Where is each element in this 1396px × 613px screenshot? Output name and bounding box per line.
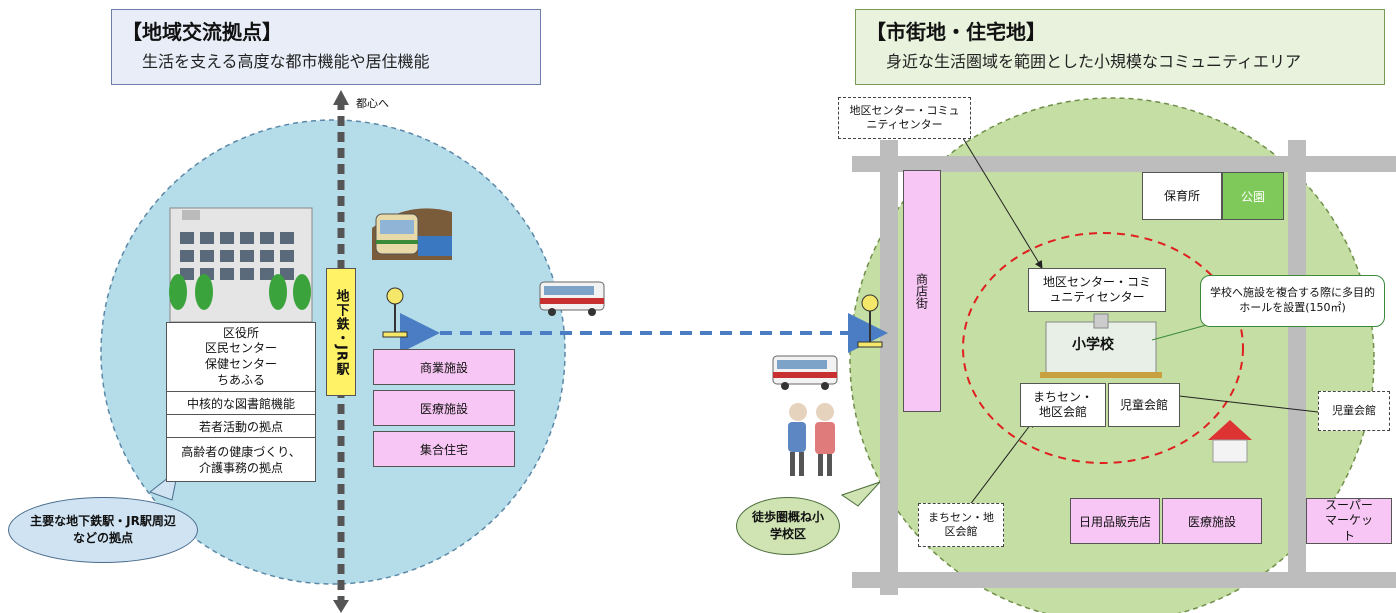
left-header-title: 【地域交流拠点】 bbox=[122, 20, 282, 44]
left-header-subtitle: 生活を支える高度な都市機能や居住機能 bbox=[142, 52, 430, 71]
park-box: 公園 bbox=[1222, 172, 1284, 220]
children-hall-callout: 児童会館 bbox=[1318, 391, 1390, 431]
bus-icon-right bbox=[772, 355, 838, 390]
facility-list: 区役所 区民センター 保健センター ちあふる bbox=[167, 323, 315, 392]
medical-facility-right-box: 医療施設 bbox=[1162, 498, 1262, 544]
housing-box: 集合住宅 bbox=[373, 431, 515, 467]
community-center-box: 地区センター・コミュニティセンター bbox=[1028, 268, 1166, 312]
office-building-icon bbox=[169, 207, 313, 323]
machisen-box: まちセン・地区会館 bbox=[1020, 383, 1106, 427]
facility-item-ward-office: 区役所 bbox=[222, 325, 259, 340]
callout-community-center-top: 地区センター・コミュニティセンター bbox=[838, 97, 971, 139]
left-hub-bubble: 主要な地下鉄駅・JR駅周辺などの拠点 bbox=[8, 497, 198, 563]
elderly-people-icon bbox=[788, 403, 835, 476]
bubble-tail-right bbox=[840, 481, 881, 507]
facility-item-citizen-center: 区民センター bbox=[204, 341, 277, 356]
school-label: 小学校 bbox=[1072, 337, 1114, 353]
railway-arrow-down bbox=[333, 600, 349, 613]
school-note-callout: 学校へ施設を複合する際に多目的ホールを設置(150㎡) bbox=[1200, 275, 1385, 327]
shopping-street-box: 商店街 bbox=[903, 170, 941, 412]
walk-area-bubble: 徒歩圏概ね小学校区 bbox=[736, 497, 840, 555]
feature-library: 中核的な図書館機能 bbox=[167, 392, 315, 415]
school-icon bbox=[1040, 313, 1162, 378]
bus-stop-icon bbox=[382, 287, 408, 338]
feature-youth: 若者活動の拠点 bbox=[167, 415, 315, 438]
right-header: 【市街地・住宅地】 身近な生活圏域を範囲とした小規模なコミュニティエリア bbox=[855, 9, 1385, 85]
train-icon bbox=[372, 208, 452, 260]
medical-facility-box: 医療施設 bbox=[373, 390, 515, 426]
facility-item-health-center: 保健センター bbox=[204, 357, 277, 371]
tree-icon bbox=[169, 274, 311, 310]
nursery-box: 保育所 bbox=[1142, 172, 1222, 220]
supermarket-box: スーパーマーケット bbox=[1306, 498, 1392, 544]
station-label: 地下鉄・JR駅 bbox=[333, 288, 349, 376]
bus-icon bbox=[539, 281, 605, 316]
daily-goods-store-box: 日用品販売店 bbox=[1070, 498, 1160, 544]
left-header: 【地域交流拠点】 生活を支える高度な都市機能や居住機能 bbox=[111, 9, 541, 85]
right-header-title: 【市街地・住宅地】 bbox=[866, 20, 1046, 44]
railway-arrow-up bbox=[333, 90, 349, 105]
facility-block: 区役所 区民センター 保健センター ちあふる 中核的な図書館機能 若者活動の拠点… bbox=[166, 322, 316, 482]
to-center-label: 都心へ bbox=[356, 97, 389, 110]
roads bbox=[852, 140, 1396, 595]
shopping-street-label: 商店街 bbox=[914, 273, 929, 309]
feature-elderly: 高齢者の健康づくり、介護事務の拠点 bbox=[181, 445, 301, 475]
school-district-ellipse bbox=[962, 232, 1244, 464]
machisen-callout: まちセン・地区会館 bbox=[918, 503, 1004, 547]
facility-item-chiafuru: ちあふる bbox=[216, 372, 265, 387]
right-header-subtitle: 身近な生活圏域を範囲とした小規模なコミュニティエリア bbox=[886, 52, 1302, 71]
children-hall-box: 児童会館 bbox=[1108, 383, 1180, 427]
commercial-facility-box: 商業施設 bbox=[373, 349, 515, 385]
callout-line-jido bbox=[1161, 390, 1319, 413]
bus-stop-icon-right bbox=[857, 294, 883, 348]
house-icon bbox=[1208, 420, 1252, 463]
callout-line-center bbox=[954, 124, 1043, 269]
station-label-box: 地下鉄・JR駅 bbox=[326, 268, 356, 396]
callout-line-machisen bbox=[965, 419, 1035, 511]
